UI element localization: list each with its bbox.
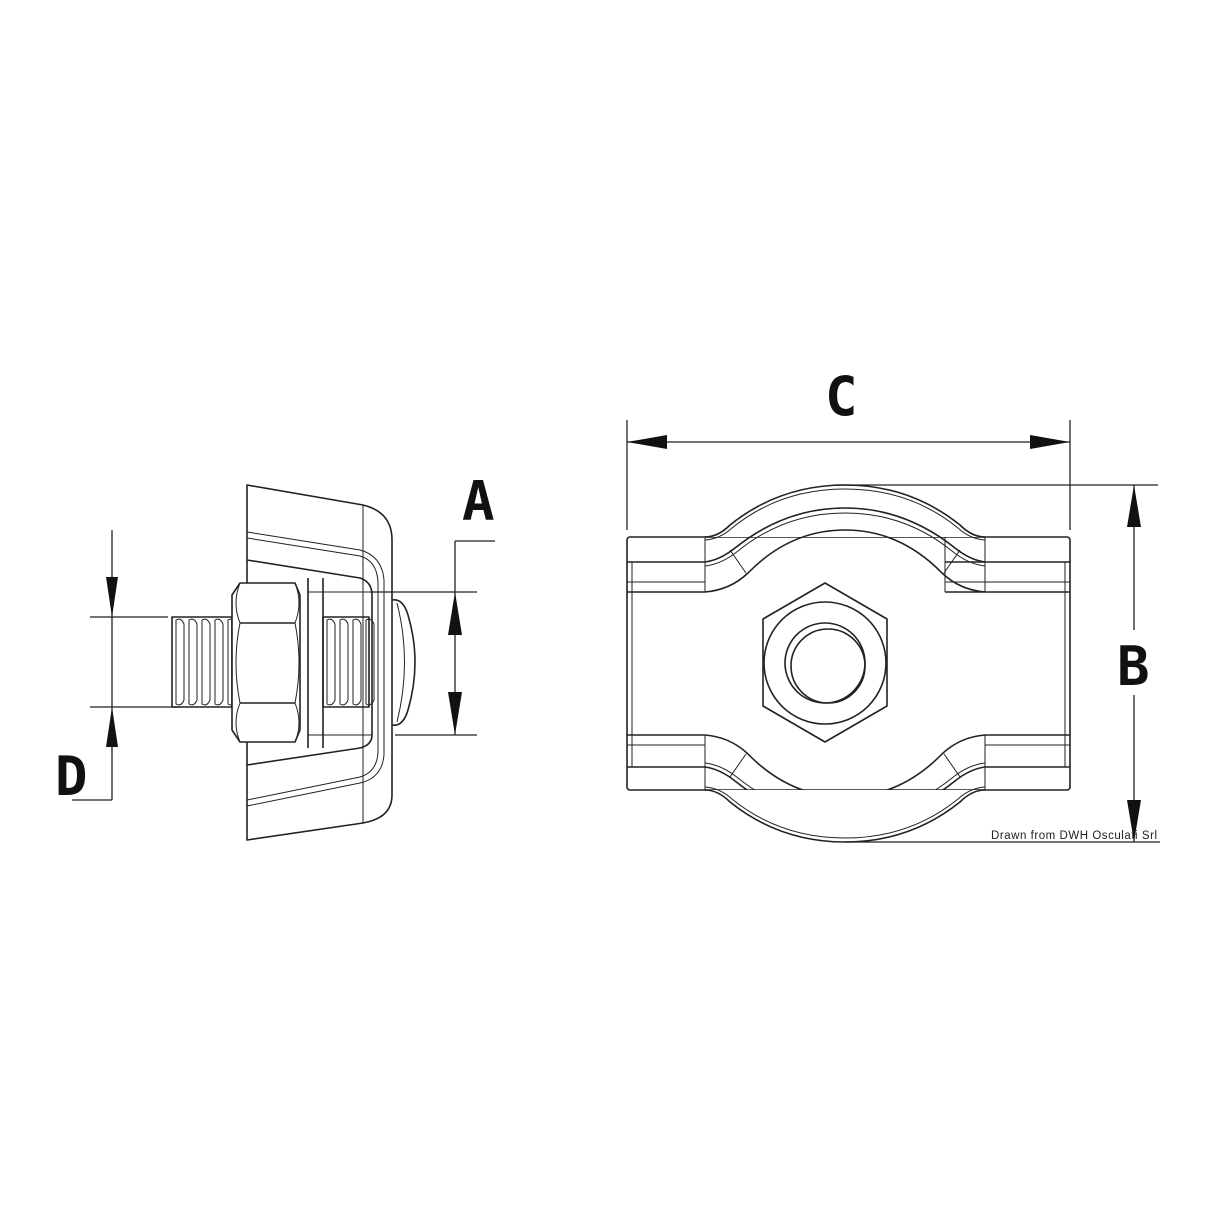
saddle-inner [246,559,373,766]
thread-crest [352,618,362,706]
credit-text: Drawn from DWH Osculati Srl [991,830,1157,842]
top-saddle [627,484,1070,593]
thread-crest [214,618,224,706]
label-a: A [462,470,495,533]
saddle-wing-line [246,537,379,801]
saddle-outer [246,484,393,841]
hex-nut-front [762,582,888,743]
dimension-b [835,484,1160,843]
bolt-thread-right [322,616,370,708]
bottom-saddle [627,734,1070,843]
thread-crest [201,618,211,706]
thread-crest [175,618,185,706]
dimension-c [626,420,1071,530]
bolt-head-dome [391,598,416,727]
bolt-head-dome-inner [396,602,405,723]
side-view: D A [55,470,495,841]
saddle-wing-line [246,531,385,807]
label-b: B [1117,635,1150,698]
thread-crest [188,618,198,706]
dimension-d [72,530,180,801]
label-d: D [55,745,88,808]
dimension-a [370,540,495,736]
label-c: C [825,365,858,428]
clamp-body [626,536,1071,791]
thread-crest [339,618,349,706]
hex-nut-side [231,582,301,743]
thread-crest [365,618,375,706]
thread-crest [326,618,336,706]
front-view: C [626,365,1160,843]
